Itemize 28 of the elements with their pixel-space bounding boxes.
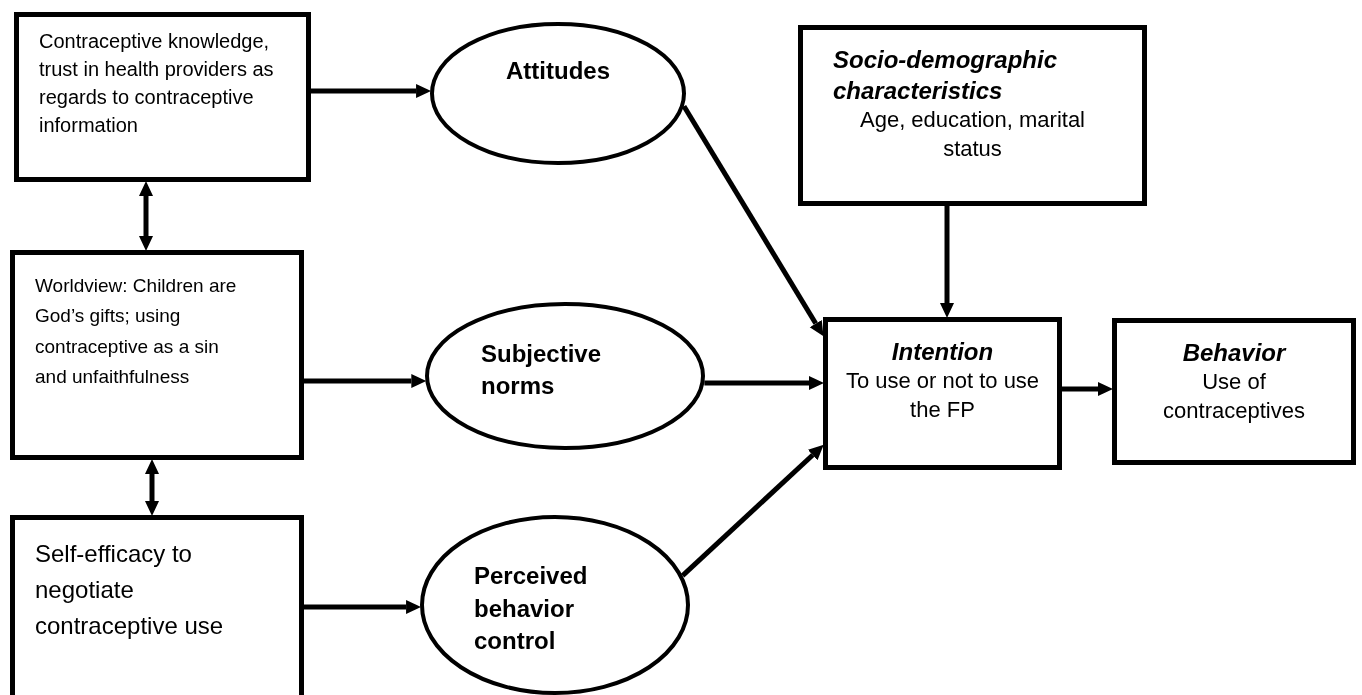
construct-label: Attitudes [506, 56, 610, 87]
box-text: Use of contraceptives [1162, 368, 1306, 425]
box-heading: Behavior [1182, 338, 1286, 368]
factor-box [10, 250, 304, 460]
box-heading: Socio-demographic characteristics [832, 45, 1059, 107]
construct-label: Perceived behavior control [474, 561, 589, 657]
construct-label: Subjective norms [481, 338, 603, 401]
factor-box [823, 317, 1062, 470]
arrow [311, 84, 432, 98]
arrow [681, 104, 824, 337]
arrow [145, 459, 159, 516]
box-text: Worldview: Children are God’s gifts; using contraceptive as a sin and unfaithfulness [35, 274, 238, 390]
arrow [1062, 382, 1113, 396]
arrow [139, 181, 153, 251]
arrow [304, 600, 422, 614]
arrow [940, 206, 954, 318]
factor-box [1112, 318, 1356, 465]
box-text: Contraceptive knowledge, trust in health providers as regards to contraceptive information [39, 29, 275, 138]
arrow [704, 376, 824, 390]
box-text: Self-efficacy to negotiate contraceptive use [35, 539, 225, 641]
box-heading: Intention [891, 337, 994, 367]
factor-box [14, 12, 311, 182]
arrow [680, 444, 824, 578]
factor-box [10, 515, 304, 695]
box-text: To use or not to use the FP [844, 367, 1041, 424]
factor-box [798, 25, 1147, 206]
arrow [304, 374, 427, 388]
box-text: Age, education, marital status [859, 106, 1086, 163]
